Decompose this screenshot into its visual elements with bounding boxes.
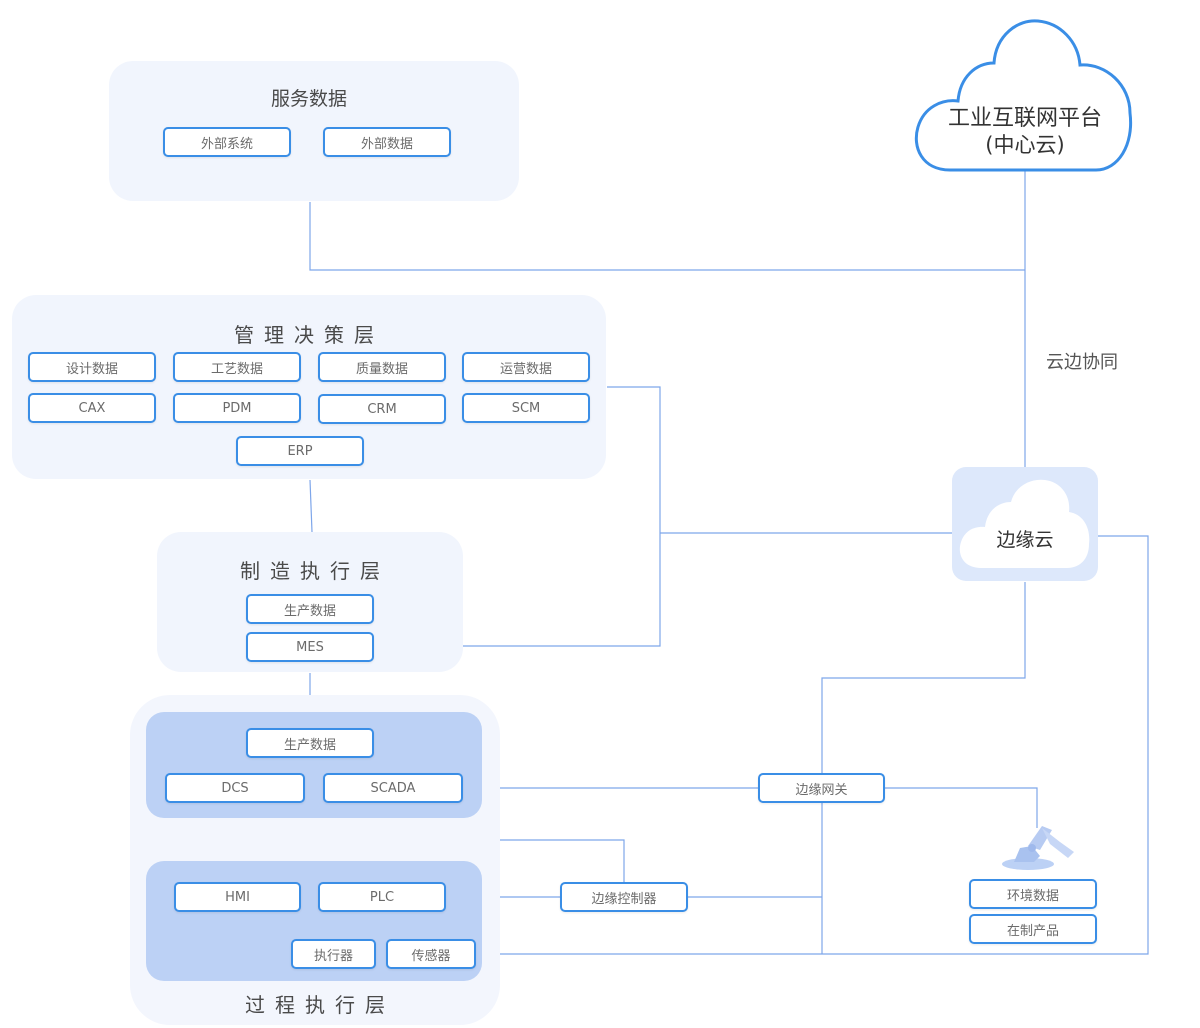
external-system-box[interactable]: 外部系统 xyxy=(163,127,291,157)
manufacturing-layer-title: 制造执行层 xyxy=(240,559,390,583)
robot-arm-icon xyxy=(1002,826,1074,870)
edge-controller-box[interactable]: 边缘控制器 xyxy=(560,882,688,912)
process-data-box[interactable]: 工艺数据 xyxy=(173,352,301,382)
external-data-box[interactable]: 外部数据 xyxy=(323,127,451,157)
crm-box[interactable]: CRM xyxy=(318,394,446,424)
mes-box[interactable]: MES xyxy=(246,632,374,662)
production-data-box[interactable]: 生产数据 xyxy=(246,594,374,624)
wip-product-box[interactable]: 在制产品 xyxy=(969,914,1097,944)
center-cloud-title: 工业互联网平台 xyxy=(947,106,1102,131)
service-data-title: 服务数据 xyxy=(270,88,347,110)
hmi-box[interactable]: HMI xyxy=(174,882,301,912)
quality-data-box[interactable]: 质量数据 xyxy=(318,352,446,382)
design-data-box[interactable]: 设计数据 xyxy=(28,352,156,382)
plc-box[interactable]: PLC xyxy=(318,882,446,912)
center-cloud-icon xyxy=(914,19,1133,172)
process-layer-title: 过程执行层 xyxy=(245,993,395,1017)
center-cloud-subtitle: (中心云) xyxy=(985,133,1065,157)
edge-gateway-box[interactable]: 边缘网关 xyxy=(758,773,885,803)
scada-box[interactable]: SCADA xyxy=(323,773,463,803)
actuator-box[interactable]: 执行器 xyxy=(291,939,376,969)
cloud-edge-collaboration-label: 云边协同 xyxy=(1046,352,1118,373)
edge-cloud-icon xyxy=(959,479,1090,568)
sensor-box[interactable]: 传感器 xyxy=(386,939,476,969)
dcs-box[interactable]: DCS xyxy=(165,773,305,803)
environment-data-box[interactable]: 环境数据 xyxy=(969,879,1097,909)
management-layer-title: 管理决策层 xyxy=(234,323,384,347)
cax-box[interactable]: CAX xyxy=(28,393,156,423)
pdm-box[interactable]: PDM xyxy=(173,393,301,423)
erp-box[interactable]: ERP xyxy=(236,436,364,466)
operations-data-box[interactable]: 运营数据 xyxy=(462,352,590,382)
edge-cloud-title: 边缘云 xyxy=(996,529,1054,551)
process-production-data-box[interactable]: 生产数据 xyxy=(246,728,374,758)
scm-box[interactable]: SCM xyxy=(462,393,590,423)
